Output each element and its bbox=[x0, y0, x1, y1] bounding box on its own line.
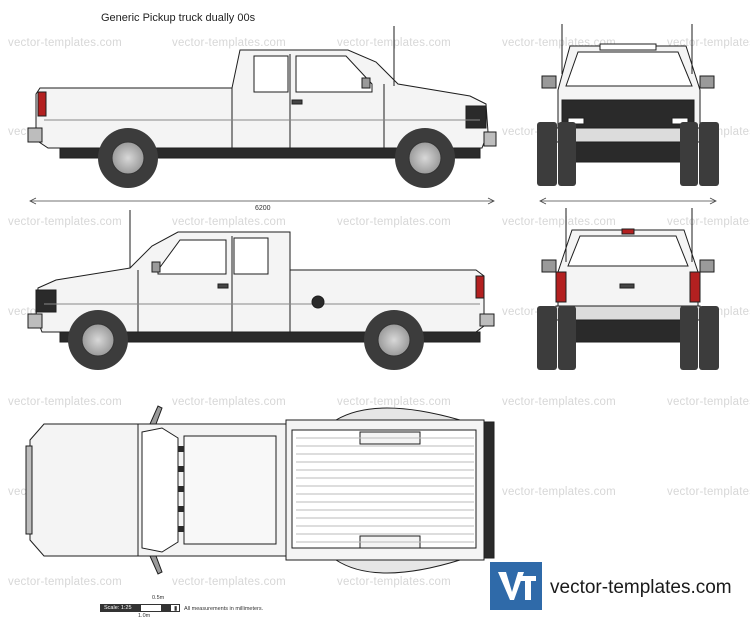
logo-text: vector-templates.com bbox=[550, 577, 732, 598]
scale-label: Scale: 1:25 bbox=[104, 605, 132, 611]
info-icon: ▮ bbox=[174, 606, 178, 612]
side-view-right-wheels bbox=[98, 128, 455, 188]
watermark-text: vector-templates.com bbox=[8, 216, 122, 228]
top-view-bed-ribs bbox=[296, 437, 474, 543]
scale-bar bbox=[100, 604, 180, 612]
scale-bar-block bbox=[101, 605, 141, 611]
dimension-length-label: 6200 bbox=[255, 205, 271, 212]
watermark-text: vector-templates.com bbox=[337, 396, 451, 408]
front-view-wheels bbox=[537, 122, 719, 186]
page-title: Generic Pickup truck dually 00s bbox=[101, 12, 256, 24]
watermark-text: vector-templates.com bbox=[172, 216, 286, 228]
vt-logo-mark bbox=[498, 572, 536, 600]
watermark-text: vector-templates.com bbox=[502, 216, 616, 228]
side-view-left bbox=[27, 210, 495, 343]
side-view-left-wheels bbox=[68, 310, 424, 370]
watermark-text: vector-templates.com bbox=[172, 576, 286, 588]
top-view bbox=[25, 405, 495, 575]
watermark-text: vector-templates.com bbox=[667, 37, 750, 49]
watermark-text: vector-templates.com bbox=[172, 396, 286, 408]
watermark-text: vector-templates.com bbox=[667, 216, 750, 228]
watermark-text: vector-templates.com bbox=[667, 486, 750, 498]
watermark-text: vector-templates.com bbox=[502, 396, 616, 408]
scale-one-meter: 1.0m bbox=[138, 613, 151, 619]
watermark-text: vector-templates.com bbox=[8, 37, 122, 49]
watermark-text: vector-templates.com bbox=[8, 576, 122, 588]
measurement-note: All measurements in millimeters. bbox=[184, 606, 264, 612]
vt-logo bbox=[490, 562, 542, 610]
watermark-text: vector-templates.com bbox=[337, 216, 451, 228]
rear-view-wheels bbox=[537, 306, 719, 370]
watermark-text: vector-templates.com bbox=[337, 576, 451, 588]
scale-half-meter: 0.5m bbox=[152, 595, 165, 601]
front-view bbox=[541, 24, 715, 163]
top-view-roof-lights bbox=[178, 446, 184, 532]
scale-bar-block bbox=[161, 605, 171, 611]
watermark-text: vector-templates.com bbox=[667, 396, 750, 408]
side-view-right bbox=[27, 26, 497, 159]
watermark-text: vector-templates.com bbox=[502, 486, 616, 498]
dimension-line bbox=[29, 197, 717, 205]
watermark-text: vector-templates.com bbox=[8, 396, 122, 408]
watermark-text: vector-templates.com bbox=[172, 37, 286, 49]
